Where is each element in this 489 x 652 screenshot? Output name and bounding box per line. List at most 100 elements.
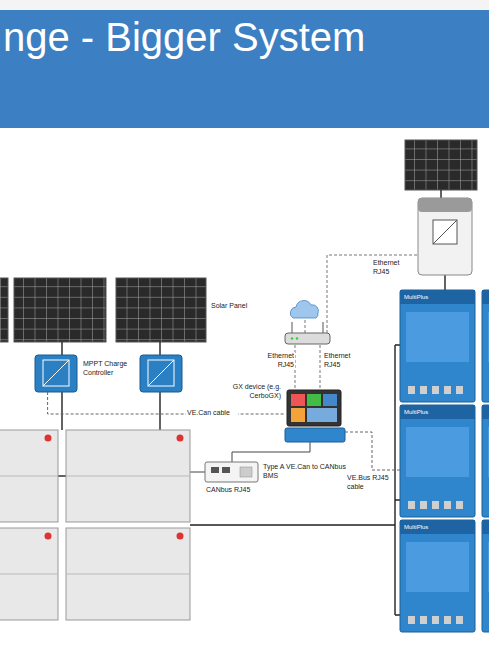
multiplus: MultiPlus [400, 405, 475, 517]
inverter-charger [444, 616, 451, 624]
solar-panel [14, 278, 106, 342]
cable-connector [48, 392, 285, 414]
solar-panel [0, 278, 8, 342]
inverter-charger [432, 501, 439, 509]
gx-device [323, 394, 337, 406]
inverter [433, 220, 457, 244]
inverter-charger [482, 520, 489, 632]
canbus-cable [232, 442, 310, 462]
cable-connector [345, 432, 400, 470]
battery [0, 430, 58, 522]
inverter-charger [456, 616, 463, 624]
mppt-controller [35, 355, 77, 392]
mppt-controller [43, 360, 69, 386]
inverter-charger [432, 616, 439, 624]
battery [66, 574, 190, 575]
inverter-charger [400, 290, 475, 402]
inverter-charger [482, 290, 489, 304]
inverter [418, 198, 472, 275]
node-text: GX device (e.g. CerboGX) [221, 383, 281, 400]
cable-label: Ethernet RJ45 [251, 352, 295, 369]
battery [0, 476, 58, 477]
solar-panel [116, 278, 206, 342]
mppt-controller [140, 355, 182, 392]
component-label: Solar Panel [210, 302, 272, 311]
battery [0, 430, 190, 620]
inverter [418, 198, 472, 275]
node-text: MPPT Charge Controller [83, 360, 131, 377]
inverter-charger [482, 520, 489, 534]
multiplus: MultiPlus [400, 520, 475, 632]
battery [0, 528, 58, 620]
inverter-charger [420, 501, 427, 509]
battery [0, 574, 58, 575]
inverter-charger [456, 501, 463, 509]
gx-device: GX device (e.g. CerboGX) [285, 388, 345, 442]
battery [45, 435, 52, 442]
title-band [0, 0, 489, 128]
inverter-charger [488, 312, 489, 362]
canbus-cable [190, 472, 205, 473]
inverter-charger [444, 501, 451, 509]
inverter-charger [400, 405, 475, 419]
mppt-controller [43, 360, 69, 386]
router [296, 337, 298, 339]
power-wire [190, 345, 400, 615]
inverter-charger [488, 542, 489, 592]
canbus-device [205, 462, 258, 482]
battery [177, 435, 184, 442]
canbus-device [222, 467, 230, 473]
router [285, 322, 330, 344]
inverter-charger [408, 386, 415, 394]
inverter-charger [408, 616, 415, 624]
mppt-controller [148, 360, 174, 386]
inverter-charger [444, 386, 451, 394]
gx-device [307, 394, 321, 406]
battery [66, 430, 190, 522]
gx-device [291, 394, 305, 406]
battery [177, 533, 184, 540]
battery [66, 528, 190, 620]
canbus-device [240, 467, 252, 477]
router [291, 337, 293, 339]
router [285, 333, 330, 344]
inverter-charger [488, 427, 489, 477]
cable-label: CANbus RJ45 [205, 486, 267, 495]
gx-device [287, 390, 341, 426]
power-wire [58, 475, 66, 476]
inverter-charger [400, 520, 475, 534]
multiplus: MultiPlus [400, 290, 475, 402]
canbus-device [211, 467, 219, 473]
inverter-charger [482, 405, 489, 419]
gx-device [307, 408, 337, 422]
node-text: MultiPlus [404, 523, 464, 532]
inverter-charger [456, 386, 463, 394]
cable-label: Ethernet RJ45 [323, 352, 367, 369]
inverter-charger [482, 405, 489, 517]
charge-controller: MPPT Charge Controller [35, 355, 77, 392]
gx-device [285, 390, 345, 442]
mppt-controller [35, 355, 182, 392]
gx-device [285, 428, 345, 442]
inverter-charger [406, 542, 469, 592]
ethernet-cable [305, 320, 306, 333]
solar-panel [405, 140, 477, 190]
inverter-charger [400, 520, 475, 632]
inverter-charger [400, 290, 475, 304]
cloud-icon [290, 301, 318, 318]
edge-label: VE.Bus RJ45 cable [346, 474, 394, 491]
cable-label: Type A VE.Can to CANbus BMS [262, 463, 348, 480]
title-band [0, 10, 489, 128]
inverter-charger [432, 386, 439, 394]
inverter-charger [400, 405, 475, 517]
gx-device [291, 408, 305, 422]
inverter-charger [420, 386, 427, 394]
inverter-charger [482, 290, 489, 402]
inverter [433, 220, 457, 244]
inverter-charger [406, 312, 469, 362]
slide-title: nge - Bigger System [3, 14, 365, 60]
inverter-charger [408, 501, 415, 509]
